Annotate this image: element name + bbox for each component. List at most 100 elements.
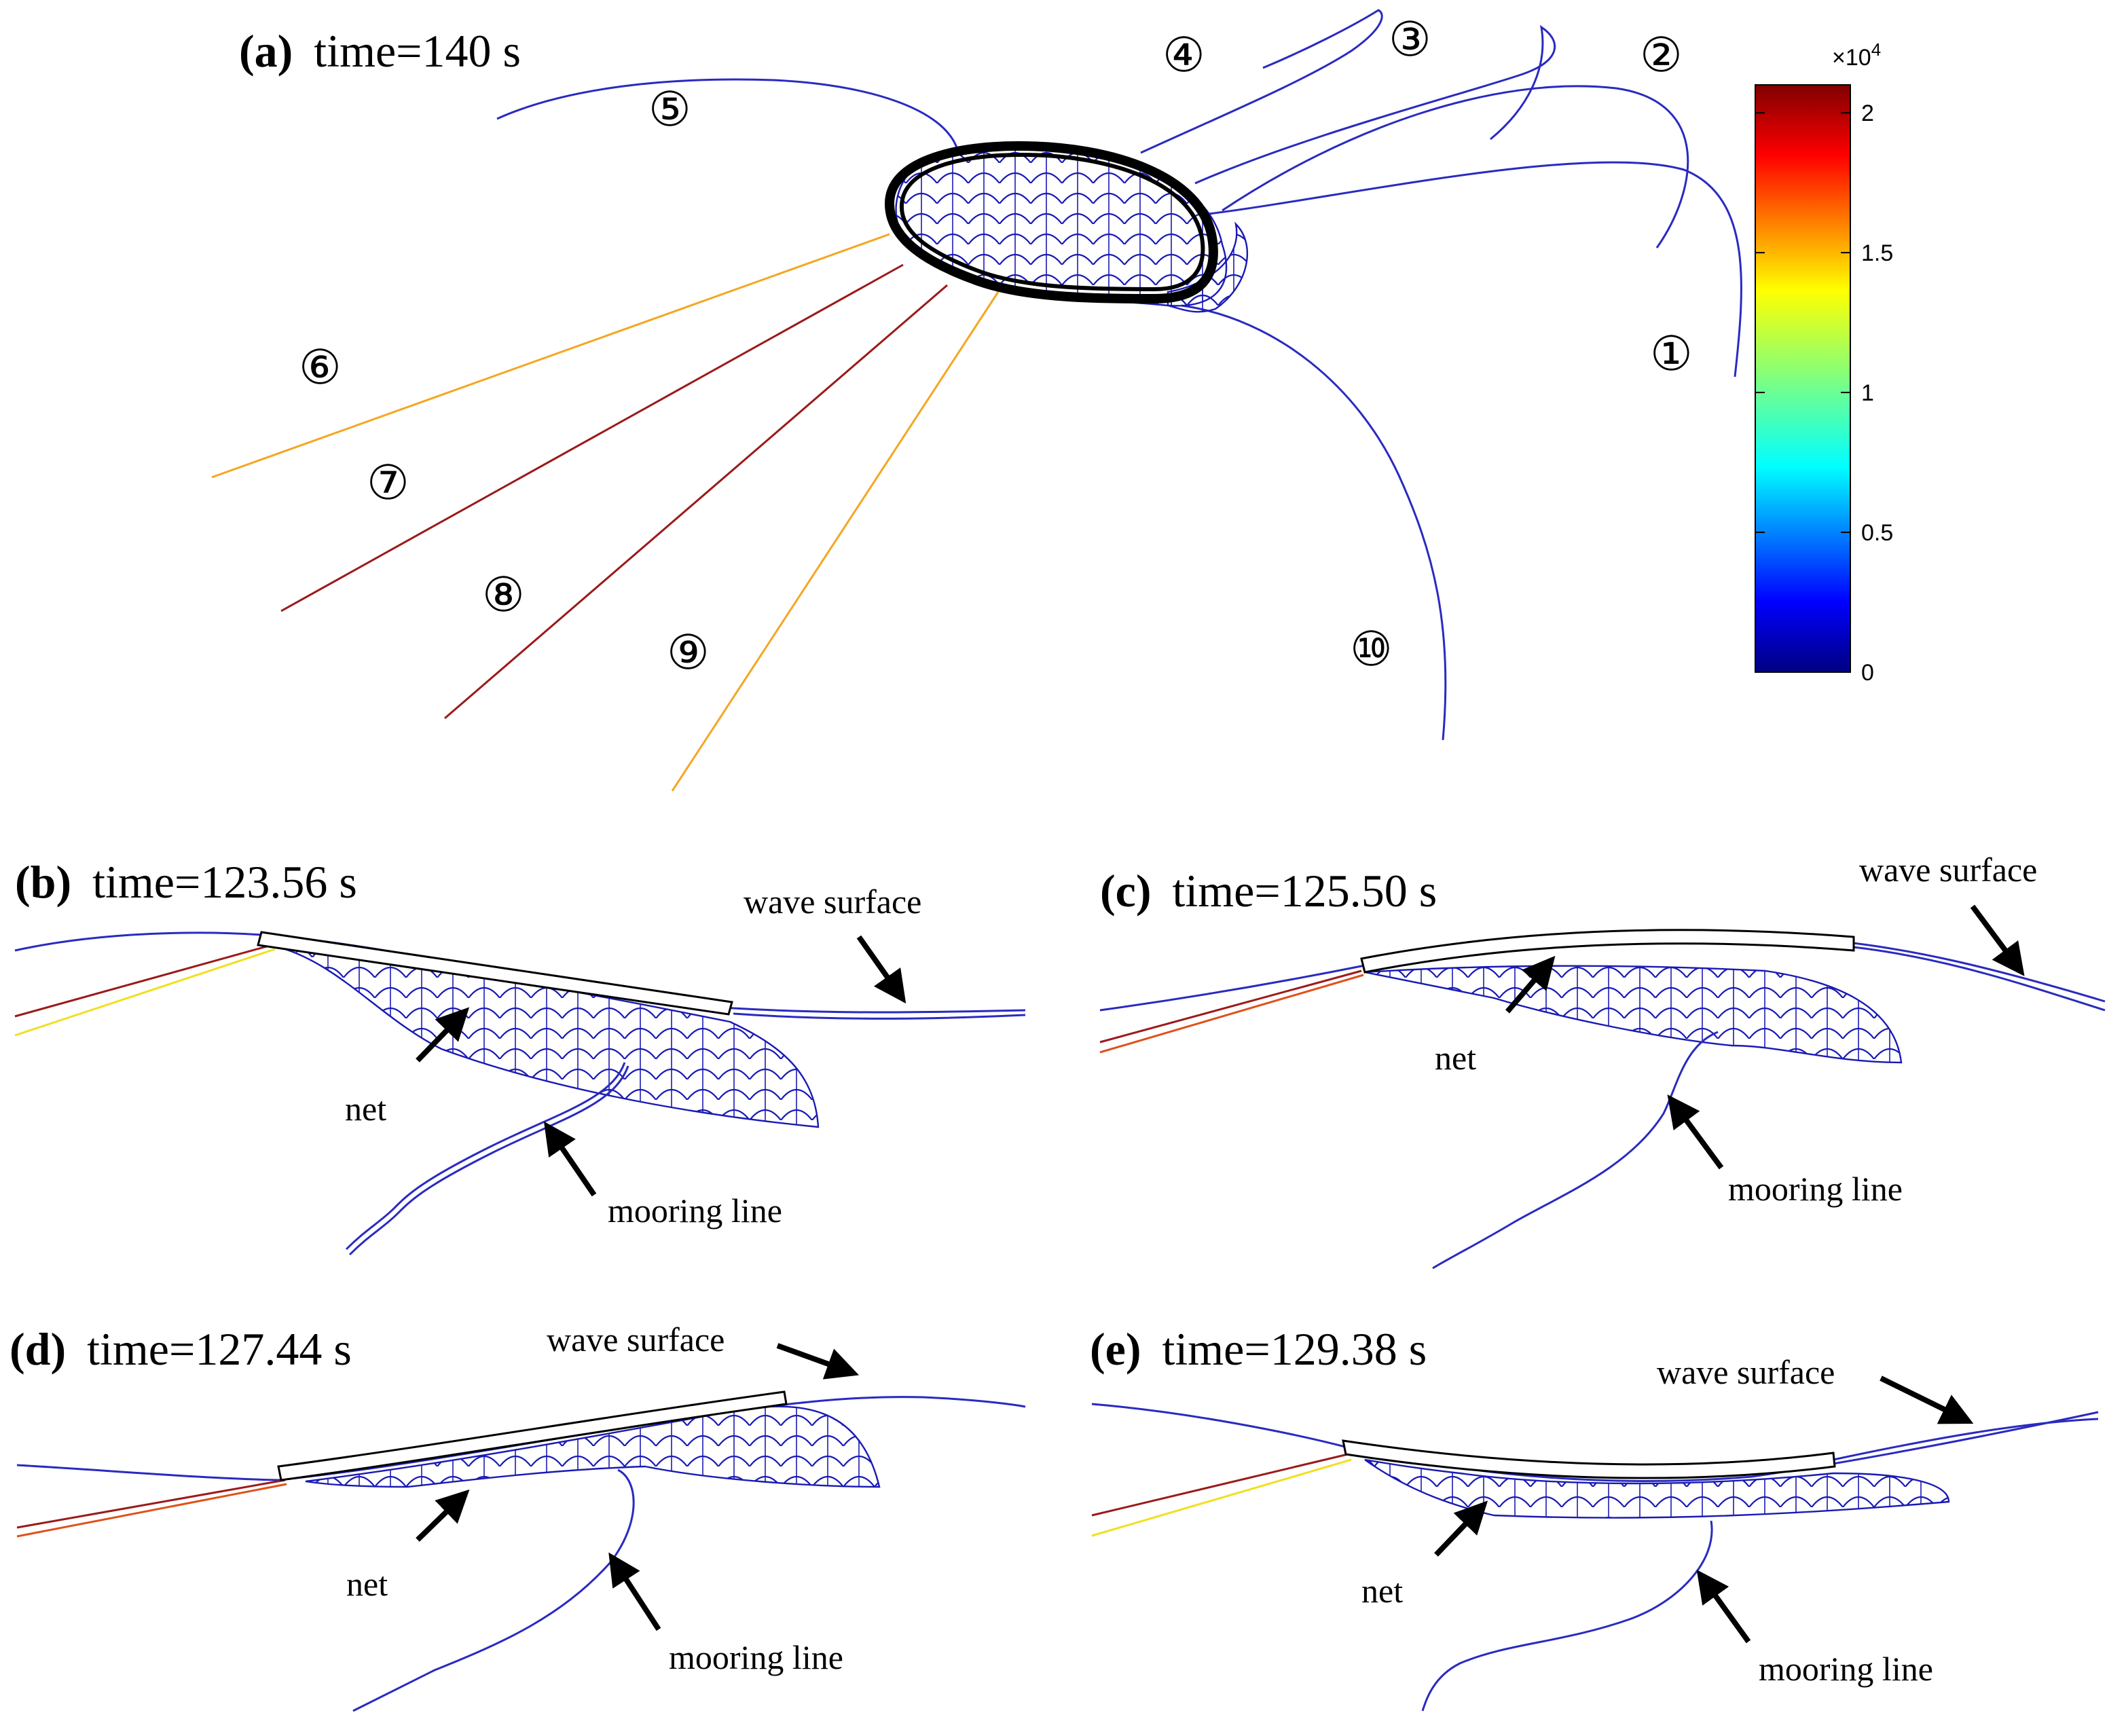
mooring-line-2 (1222, 85, 1689, 248)
net-e (1364, 1458, 1950, 1519)
collar-b (257, 931, 733, 1016)
colorbar-gradient (1755, 84, 1851, 673)
mooring-line-e-red (1091, 1453, 1349, 1517)
label-wave-c: wave surface (1859, 851, 2037, 889)
wave-surface-c-2 (1833, 944, 2106, 1012)
net-d (305, 1405, 881, 1488)
arrow-mooring-e (1696, 1570, 1751, 1644)
arrow-net-c (1505, 955, 1556, 1014)
arrow-wave-b (856, 935, 906, 1004)
mooring-number-8: ⑧ (482, 568, 525, 621)
mooring-line-5 (496, 78, 959, 150)
wave-surface-b-2 (733, 1012, 1026, 1020)
mooring-line-b-2 (348, 1065, 629, 1256)
mooring-line-e (1421, 1520, 1713, 1712)
mooring-number-6: ⑥ (299, 341, 342, 394)
panel-c-label: (c) (1100, 865, 1151, 917)
mooring-line-7 (280, 263, 904, 612)
arrow-net-d (416, 1489, 470, 1542)
mooring-line-b-red (14, 944, 272, 1018)
panel-e-label: (e) (1090, 1323, 1141, 1375)
panel-a-label: (a) (239, 25, 293, 77)
cage-top-view (884, 141, 1249, 313)
panel-a: (a) time=140 s ① ② (211, 9, 1893, 792)
mooring-line-b-yellow (14, 948, 276, 1037)
mooring-line-10 (1181, 304, 1447, 741)
colorbar: ×104 21.510.50 (1755, 39, 1893, 686)
mooring-number-9: ⑨ (667, 626, 710, 679)
arrow-mooring-b (543, 1121, 597, 1197)
colorbar-exponent: ×104 (1832, 39, 1881, 71)
panel-e: (e) time=129.38 s net mooring line wave … (1090, 1323, 2099, 1712)
arrow-net-e (1434, 1500, 1488, 1557)
panel-b-title: (b) time=123.56 s (15, 856, 357, 908)
arrow-mooring-d (608, 1552, 661, 1631)
floating-collar-inner (899, 152, 1205, 292)
mooring-number-2: ② (1640, 29, 1683, 81)
wave-surface-e (1091, 1403, 2099, 1482)
label-wave-e: wave surface (1657, 1353, 1835, 1391)
label-net-e: net (1361, 1572, 1403, 1610)
collar-d (277, 1390, 788, 1481)
label-wave-b: wave surface (744, 883, 921, 921)
mooring-number-labels: ① ② ③ ④ ⑤ ⑥ ⑦ ⑧ ⑨ ⑩ (299, 13, 1693, 679)
panel-c-title: (c) time=125.50 s (1100, 865, 1437, 917)
collar-e (1342, 1439, 1836, 1479)
mooring-line-1 (1208, 161, 1742, 377)
panel-d: (d) time=127.44 s net mooring line wave … (10, 1321, 1026, 1712)
mooring-number-3: ③ (1389, 13, 1431, 66)
colorbar-tick-label: 0 (1861, 660, 1874, 686)
mooring-line-4 (1140, 9, 1383, 154)
net-mesh-top (895, 144, 1228, 307)
label-mooring-d: mooring line (669, 1638, 843, 1676)
label-wave-d: wave surface (547, 1321, 725, 1359)
mooring-lines-taut (211, 233, 1000, 792)
panel-d-time: time=127.44 s (87, 1323, 352, 1375)
panel-c-time: time=125.50 s (1172, 865, 1437, 917)
arrow-wave-d (776, 1343, 860, 1380)
mooring-line-c-red (1099, 969, 1362, 1044)
wave-surface-e-2 (1833, 1418, 2099, 1461)
panel-c: (c) time=125.50 s net mooring line wave … (1099, 851, 2106, 1270)
mooring-lines-slack (496, 9, 1742, 741)
panel-b-label: (b) (15, 856, 71, 908)
panel-a-title: (a) time=140 s (239, 25, 521, 77)
panel-b: (b) time=123.56 s net mooring line wave … (14, 856, 1026, 1256)
panel-d-label: (d) (10, 1323, 66, 1375)
mooring-line-d-red (16, 1479, 286, 1529)
panel-d-title: (d) time=127.44 s (10, 1323, 352, 1375)
collar-c (1360, 929, 1855, 974)
label-net-d: net (346, 1565, 388, 1603)
mooring-line-9 (671, 291, 1000, 792)
mooring-line-e-yellow (1091, 1458, 1352, 1537)
mooring-number-4: ④ (1162, 29, 1205, 81)
mooring-line-c-orange (1099, 974, 1364, 1054)
mooring-line-b (345, 1062, 626, 1251)
mooring-line-6 (211, 233, 890, 479)
label-net-b: net (345, 1090, 386, 1128)
mooring-number-10: ⑩ (1350, 623, 1393, 676)
mooring-number-1: ① (1650, 327, 1693, 380)
arrow-net-b (416, 1007, 470, 1063)
mooring-line-8 (444, 284, 948, 720)
floating-collar (884, 141, 1218, 304)
net-c (1364, 965, 1903, 1064)
mooring-line-d-orange (16, 1483, 287, 1538)
colorbar-ticks: 21.510.50 (1755, 100, 1893, 686)
arrow-wave-e (1880, 1375, 1974, 1424)
mooring-line-3 (1194, 24, 1556, 185)
label-mooring-e: mooring line (1759, 1650, 1933, 1688)
mooring-line-d (352, 1469, 635, 1712)
panel-e-title: (e) time=129.38 s (1090, 1323, 1427, 1375)
colorbar-tick-label: 2 (1861, 100, 1874, 126)
label-mooring-b: mooring line (608, 1192, 782, 1230)
mooring-number-5: ⑤ (648, 83, 691, 136)
arrow-mooring-c (1667, 1094, 1724, 1170)
panel-a-time: time=140 s (314, 25, 521, 77)
mooring-line-c (1432, 1031, 1719, 1270)
mooring-number-7: ⑦ (367, 456, 409, 509)
panel-e-time: time=129.38 s (1162, 1323, 1427, 1375)
panel-b-time: time=123.56 s (92, 856, 357, 908)
colorbar-tick-label: 1 (1861, 380, 1874, 406)
